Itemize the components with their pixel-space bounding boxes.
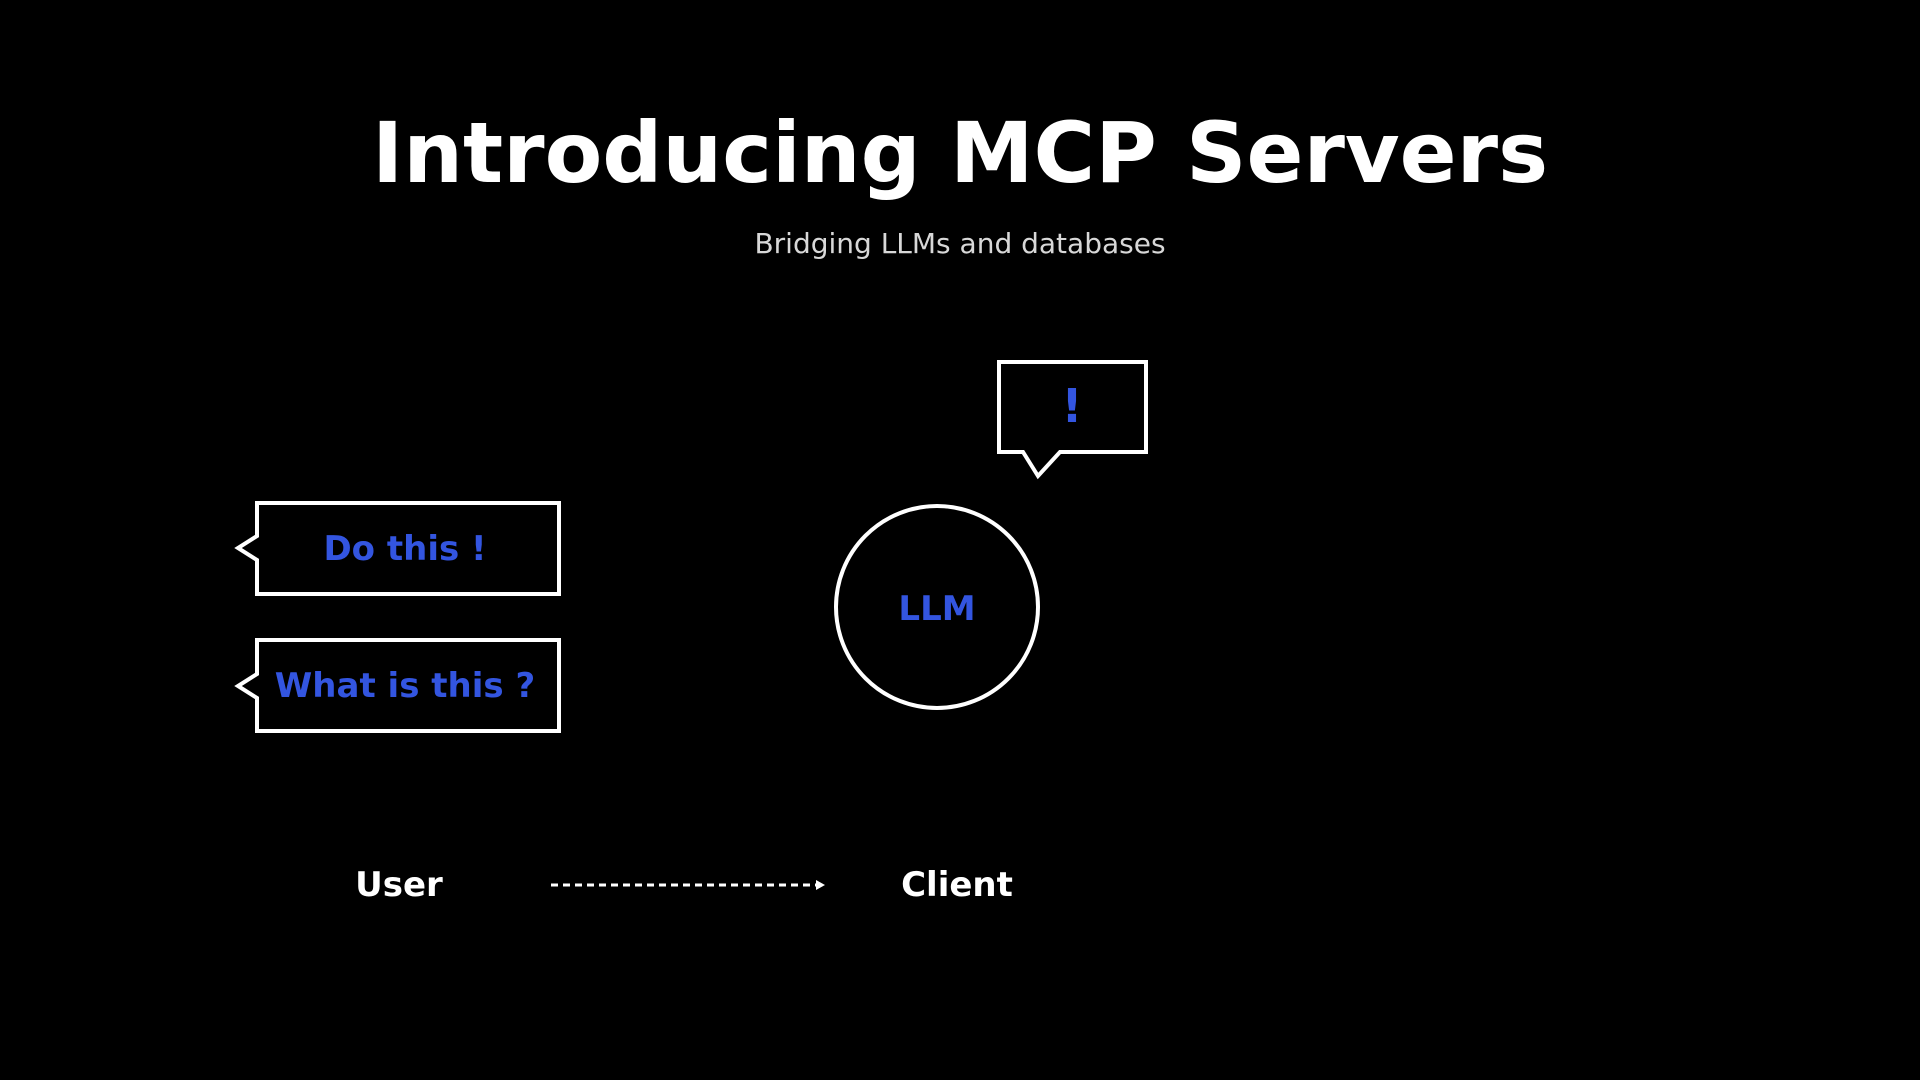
user-to-client-arrow [551,880,825,890]
slide-subtitle: Bridging LLMs and databases [754,227,1166,260]
arrowhead-icon [816,880,825,890]
client-label: Client [901,865,1013,905]
speech-bubble-do-this-outline [234,501,561,596]
llm-label: LLM [898,589,975,629]
llm-node: LLM [834,504,1040,710]
slide-title: Introducing MCP Servers [371,104,1549,202]
speech-bubble-do-this-text: Do this ! [323,529,486,569]
speech-bubble-what-is-this: What is this ? [234,638,561,733]
speech-bubble-do-this: Do this ! [234,501,561,596]
speech-bubble-llm-exclaim-text: ! [1062,379,1083,433]
speech-bubble-what-is-this-text: What is this ? [275,666,535,706]
speech-bubble-llm-exclaim: ! [997,360,1148,480]
speech-bubble-what-is-this-outline [234,638,561,733]
user-label: User [355,865,443,905]
llm-circle [834,504,1040,710]
speech-bubble-llm-exclaim-outline [997,360,1148,480]
